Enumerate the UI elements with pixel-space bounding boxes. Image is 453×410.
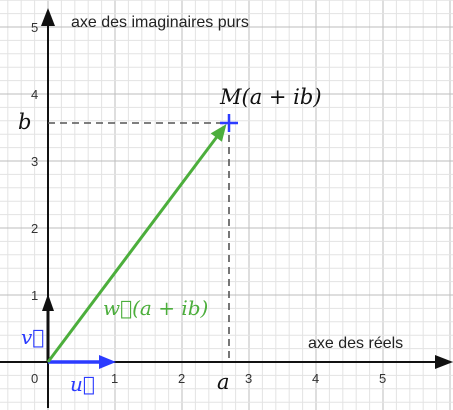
y-axis-title: axe des imaginaires purs [71,14,249,31]
vector-w-arrowhead [210,124,227,142]
vector-w-label: w⃗(a + ib) [103,296,208,320]
y-tick-label: 3 [31,154,38,169]
y-tick-label: 2 [31,221,38,236]
x-tick-label: 5 [379,371,386,386]
x-tick-label: 2 [178,371,185,386]
x-tick-label: 1 [111,371,118,386]
y-tick-label: 1 [31,288,38,303]
y-tick-labels: 1 2 3 4 5 [31,20,38,303]
x-axis-arrowhead [435,355,453,369]
y-tick-label: 4 [31,87,38,102]
origin-label: 0 [31,371,38,386]
y-tick-label: 5 [31,20,38,35]
vector-u-label: u⃗ [70,372,95,396]
x-tick-labels: 1 2 3 4 5 [111,371,386,386]
a-label: a [217,370,230,394]
point-m-marker [220,114,238,132]
b-label: b [18,110,31,134]
vector-v-arrowhead [42,294,54,311]
y-axis-arrowhead [41,8,55,26]
x-axis-title: axe des réels [308,335,403,352]
vector-w [46,135,219,363]
x-tick-label: 4 [312,371,319,386]
vector-u-arrowhead [99,355,116,369]
vector-v-label: v⃗ [21,325,44,349]
point-m-label: M(a + ib) [219,85,322,109]
x-tick-label: 3 [245,371,252,386]
